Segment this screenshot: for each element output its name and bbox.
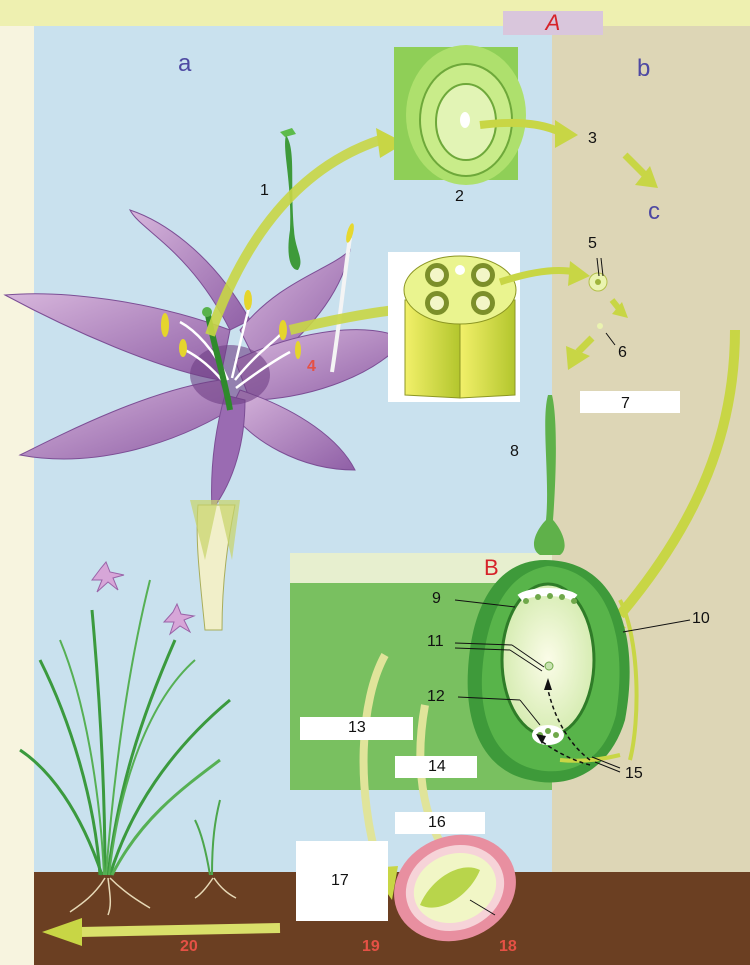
panel-label-a: a — [178, 50, 192, 77]
flower — [3, 209, 406, 631]
label-7: 7 — [621, 395, 630, 412]
label-3: 3 — [588, 130, 597, 147]
panel-label-B: B — [484, 555, 499, 580]
answer-box-7 — [580, 391, 680, 413]
pistil-illustration — [280, 128, 301, 270]
answer-box-16 — [395, 812, 485, 834]
label-1: 1 — [260, 182, 269, 199]
stamen-illustration — [330, 223, 354, 373]
top-band — [0, 0, 750, 26]
seed — [394, 834, 516, 942]
answer-box-13 — [300, 717, 413, 740]
label-11: 11 — [427, 633, 444, 650]
answer-box-14 — [395, 756, 477, 778]
label-2: 2 — [455, 188, 464, 205]
answer-box-17 — [296, 841, 388, 921]
panel-label-c: c — [648, 198, 660, 225]
left-margin — [0, 0, 34, 965]
label-14: 14 — [428, 758, 446, 775]
label-4: 4 — [307, 358, 316, 375]
label-12: 12 — [427, 688, 445, 705]
label-20: 20 — [180, 938, 198, 955]
label-18: 18 — [499, 938, 517, 955]
label-8: 8 — [510, 443, 519, 460]
label-5: 5 — [588, 235, 597, 252]
label-10: 10 — [692, 610, 710, 627]
plant — [19, 561, 237, 916]
anther-section — [388, 252, 520, 402]
label-17: 17 — [331, 872, 349, 889]
label-6: 6 — [618, 344, 627, 361]
section-header-A: A — [503, 11, 603, 35]
label-9: 9 — [432, 590, 441, 607]
ovule — [467, 560, 639, 783]
ovary-section — [394, 45, 526, 185]
label-16: 16 — [428, 814, 446, 831]
label-13: 13 — [348, 719, 366, 736]
label-19: 19 — [362, 938, 380, 955]
label-15: 15 — [625, 765, 643, 782]
panel-label-b: b — [637, 55, 651, 82]
